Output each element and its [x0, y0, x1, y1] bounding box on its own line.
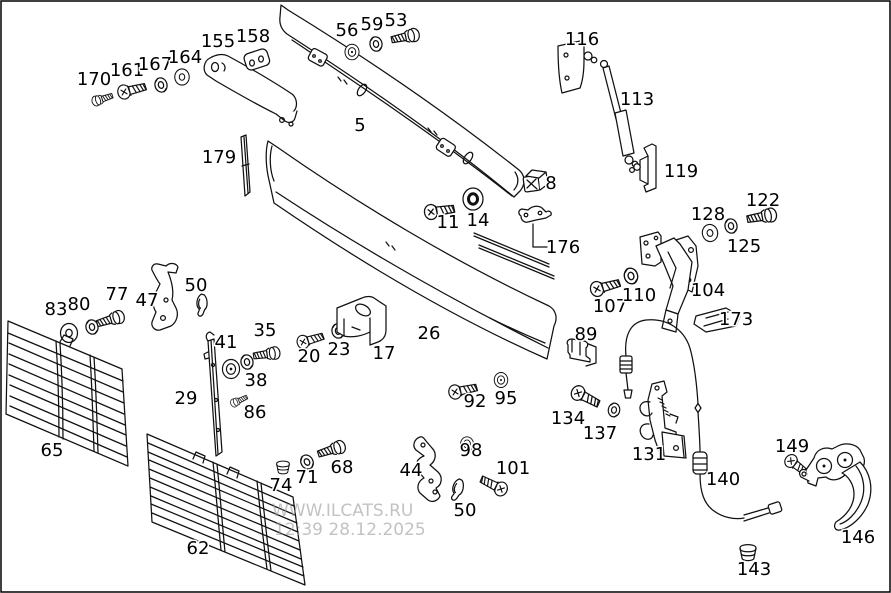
callout-83[interactable]: 83	[43, 298, 69, 322]
callout-23[interactable]: 23	[326, 338, 352, 362]
callout-29[interactable]: 29	[173, 387, 199, 411]
part-26-front-panel	[265, 140, 557, 360]
callout-47[interactable]: 47	[134, 289, 160, 313]
callout-125[interactable]: 125	[725, 235, 762, 259]
callout-92[interactable]: 92	[462, 390, 488, 414]
part-41-grommet	[221, 358, 241, 380]
callout-143[interactable]: 143	[735, 558, 772, 582]
part-146-handle	[799, 443, 872, 531]
part-95-grommet	[493, 372, 509, 388]
callout-17[interactable]: 17	[371, 342, 397, 366]
callout-98[interactable]: 98	[458, 439, 484, 463]
callout-50a[interactable]: 50	[183, 274, 209, 298]
part-158-plate	[243, 48, 271, 71]
part-89-buffer	[566, 338, 597, 367]
callout-71[interactable]: 71	[294, 466, 320, 490]
callout-161[interactable]: 161	[108, 59, 145, 83]
part-155-hinge-arm	[203, 53, 298, 127]
callout-110[interactable]: 110	[620, 284, 657, 308]
callout-5[interactable]: 5	[353, 114, 367, 138]
part-29-strip	[203, 331, 223, 457]
callout-113[interactable]: 113	[618, 88, 655, 112]
callout-74[interactable]: 74	[268, 474, 294, 498]
callout-80[interactable]: 80	[66, 293, 92, 317]
part-116-bracket	[557, 40, 598, 94]
callout-77[interactable]: 77	[104, 283, 130, 307]
callout-164[interactable]: 164	[166, 46, 203, 70]
watermark-site: WWW.ILCATS.RU	[272, 501, 413, 521]
callout-107[interactable]: 107	[591, 295, 628, 319]
callout-53[interactable]: 53	[383, 9, 409, 33]
callout-116[interactable]: 116	[563, 28, 600, 52]
callout-170[interactable]: 170	[75, 68, 112, 92]
part-179-strip	[240, 134, 251, 197]
part-176-molding	[473, 205, 555, 280]
callout-149[interactable]: 149	[773, 435, 810, 459]
callout-44[interactable]: 44	[398, 459, 424, 483]
part-131-latch	[639, 380, 687, 459]
part-65-grille	[5, 320, 129, 467]
callout-20[interactable]: 20	[296, 345, 322, 369]
callout-26[interactable]: 26	[416, 322, 442, 346]
part-74-grommet	[276, 460, 290, 475]
part-47-bracket	[151, 262, 179, 331]
callout-179[interactable]: 179	[200, 146, 237, 170]
part-62-grille	[146, 433, 306, 586]
callout-146[interactable]: 146	[839, 526, 876, 550]
callout-labels: 170 161 167 164 155 158 56 59 53 116 113…	[39, 9, 877, 582]
callout-89[interactable]: 89	[573, 323, 599, 347]
callout-119[interactable]: 119	[662, 160, 699, 184]
callout-leader-176	[532, 223, 548, 248]
callout-50b[interactable]: 50	[452, 499, 478, 523]
part-113-gas-strut	[599, 59, 639, 168]
callout-11[interactable]: 11	[435, 211, 461, 235]
callout-95[interactable]: 95	[493, 387, 519, 411]
part-14-grommet	[462, 187, 484, 211]
part-83-washer	[59, 322, 79, 344]
callout-122[interactable]: 122	[744, 189, 781, 213]
callout-65[interactable]: 65	[39, 439, 65, 463]
callout-68[interactable]: 68	[329, 456, 355, 480]
callout-35[interactable]: 35	[252, 319, 278, 343]
callout-173[interactable]: 173	[717, 308, 754, 332]
part-140-cable	[619, 319, 783, 522]
callout-131[interactable]: 131	[630, 443, 667, 467]
callout-101[interactable]: 101	[494, 457, 531, 481]
callout-41[interactable]: 41	[213, 331, 239, 355]
callout-8[interactable]: 8	[544, 172, 558, 196]
callout-167[interactable]: 167	[136, 53, 173, 77]
callout-38[interactable]: 38	[243, 369, 269, 393]
callout-158[interactable]: 158	[234, 25, 271, 49]
callout-137[interactable]: 137	[581, 422, 618, 446]
watermark: WWW.ILCATS.RU 12:39 28.12.2025	[272, 501, 426, 540]
callout-140[interactable]: 140	[704, 468, 741, 492]
callout-134[interactable]: 134	[549, 407, 586, 431]
callout-155[interactable]: 155	[199, 30, 236, 54]
part-17-bracket	[336, 295, 387, 346]
part-5-top-panel	[279, 4, 525, 198]
callout-14[interactable]: 14	[465, 209, 491, 233]
part-173-clip	[693, 307, 741, 333]
callout-56[interactable]: 56	[334, 19, 360, 43]
callout-104[interactable]: 104	[689, 279, 726, 303]
callout-62[interactable]: 62	[185, 537, 211, 561]
callout-59[interactable]: 59	[359, 13, 385, 37]
part-8-clip	[522, 169, 549, 193]
part-56-grommet	[344, 43, 360, 61]
callout-128[interactable]: 128	[689, 203, 726, 227]
part-44-bracket	[413, 436, 442, 502]
callout-176[interactable]: 176	[544, 236, 581, 260]
watermark-timestamp: 12:39 28.12.2025	[274, 520, 426, 540]
part-119-bracket	[628, 143, 657, 193]
callout-86[interactable]: 86	[242, 401, 268, 425]
part-164-washer	[174, 68, 190, 86]
